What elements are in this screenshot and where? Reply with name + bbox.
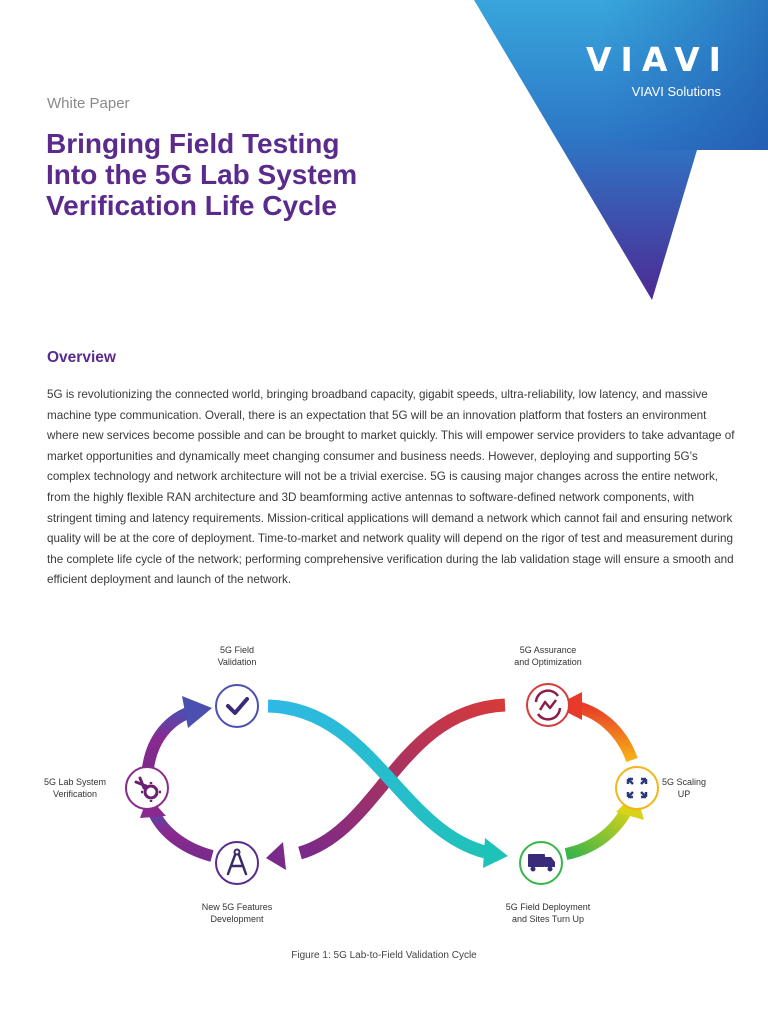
section-heading: Overview bbox=[47, 349, 116, 366]
title-line: Bringing Field Testing bbox=[46, 128, 340, 159]
lifecycle-diagram: 5G Field Validation 5G Lab System Verifi… bbox=[44, 645, 706, 924]
figure-caption: Figure 1: 5G Lab-to-Field Validation Cyc… bbox=[291, 950, 477, 961]
overview-paragraph: 5G is revolutionizing the connected worl… bbox=[47, 388, 735, 587]
node-label: New 5G Features bbox=[202, 902, 273, 912]
node-label: 5G Assurance bbox=[520, 645, 577, 655]
node-label: 5G Scaling bbox=[662, 777, 706, 787]
arrow-head bbox=[483, 838, 508, 868]
company-name: VIAVI Solutions bbox=[631, 84, 721, 99]
node-label: 5G Field bbox=[220, 645, 254, 655]
node-field-validation: 5G Field Validation bbox=[215, 645, 259, 728]
node-assurance-optimization: 5G Assurance and Optimization bbox=[514, 645, 582, 727]
truck-icon bbox=[528, 854, 555, 872]
node-label: UP bbox=[678, 789, 691, 799]
flow-band bbox=[564, 805, 634, 860]
flow-band bbox=[297, 698, 506, 860]
node-label: Verification bbox=[53, 789, 97, 799]
node-label: 5G Lab System bbox=[44, 777, 106, 787]
brand-banner bbox=[474, 0, 768, 300]
expand-arrows-icon bbox=[626, 777, 648, 799]
arrow-head bbox=[266, 842, 286, 870]
optimization-cycle-icon bbox=[534, 689, 562, 721]
node-features-development: New 5G Features Development bbox=[202, 841, 273, 924]
node-label: and Optimization bbox=[514, 657, 582, 667]
flow-band bbox=[267, 699, 487, 859]
node-field-deployment: 5G Field Deployment and Sites Turn Up bbox=[506, 841, 591, 924]
checkmark-icon bbox=[226, 697, 249, 715]
arrow-head bbox=[182, 696, 212, 728]
title-line: Verification Life Cycle bbox=[46, 190, 337, 221]
title-line: Into the 5G Lab System bbox=[46, 159, 358, 190]
node-label: Development bbox=[210, 914, 264, 924]
node-label: 5G Field Deployment bbox=[506, 902, 591, 912]
node-label: and Sites Turn Up bbox=[512, 914, 584, 924]
brand-logo: VIAVI bbox=[586, 40, 730, 79]
document-type: White Paper bbox=[47, 95, 130, 112]
node-scaling-up: 5G Scaling UP bbox=[615, 766, 706, 810]
node-lab-system-verification: 5G Lab System Verification bbox=[44, 766, 169, 810]
compass-icon bbox=[226, 848, 248, 876]
page-title: Bringing Field Testing Into the 5G Lab S… bbox=[46, 128, 476, 221]
tools-gear-icon bbox=[134, 776, 161, 802]
node-label: Validation bbox=[218, 657, 257, 667]
